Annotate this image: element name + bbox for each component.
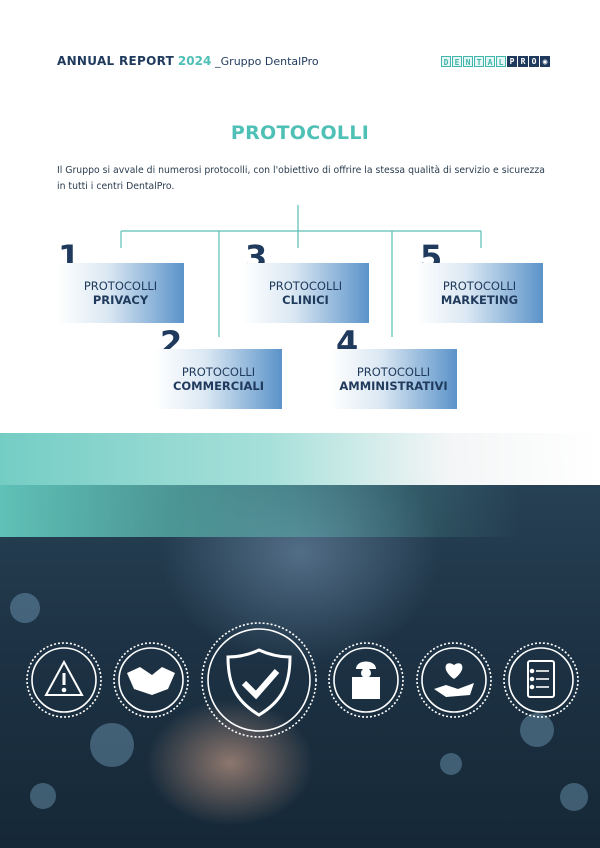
group-name: _Gruppo DentalPro (215, 55, 319, 68)
protocol-box-marketing: PROTOCOLLI MARKETING (416, 263, 543, 323)
report-year: 2024 (177, 54, 212, 68)
report-header: ANNUAL REPORT 2024 _Gruppo DentalPro (57, 54, 319, 68)
logo-mark-icon: ◉ (540, 56, 550, 67)
decorative-photo-security-icons (0, 433, 600, 848)
worker-icon (328, 642, 404, 718)
protocol-box-clinici: PROTOCOLLI CLINICI (242, 263, 369, 323)
handshake-icon (113, 642, 189, 718)
shield-check-icon (201, 622, 317, 738)
protocol-box-amministrativi: PROTOCOLLI AMMINISTRATIVI (330, 349, 457, 409)
annual-report-label: ANNUAL REPORT (57, 54, 175, 68)
teal-gradient-band-lower (0, 485, 520, 537)
dentalpro-logo: D E N T A L P R O ◉ (441, 56, 550, 67)
protocol-tree-connectors (120, 205, 482, 337)
warning-icon (26, 642, 102, 718)
protocol-box-privacy: PROTOCOLLI PRIVACY (57, 263, 184, 323)
heart-hand-icon (416, 642, 492, 718)
page-title: PROTOCOLLI (230, 122, 370, 144)
teal-gradient-band (0, 433, 600, 485)
checklist-icon (503, 642, 579, 718)
intro-paragraph: Il Gruppo si avvale di numerosi protocol… (57, 165, 545, 192)
protocol-box-commerciali: PROTOCOLLI COMMERCIALI (155, 349, 282, 409)
